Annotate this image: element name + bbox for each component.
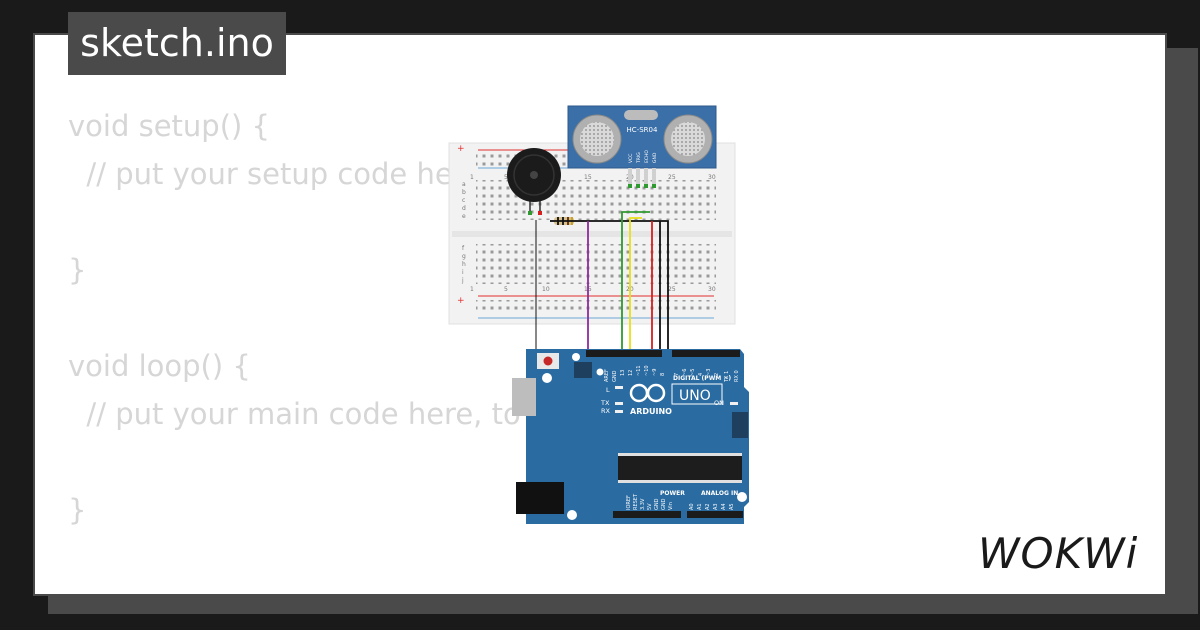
analog-pin-label: A3 (713, 503, 719, 510)
breadboard-row-label: g (462, 253, 466, 260)
breadboard-column-label: 1 (470, 174, 474, 181)
header-pin-label: ~10 (644, 365, 650, 376)
breadboard-column-label: 25 (668, 174, 676, 181)
power-pin-label: Vin (668, 502, 674, 510)
led-label: RX (601, 407, 611, 415)
power-pin-label: GND (654, 498, 660, 510)
breadboard-column-label: 25 (668, 286, 676, 293)
code-line: } (68, 493, 87, 527)
breadboard-row-label: e (462, 213, 466, 220)
header-pin-label: 8 (660, 373, 666, 376)
header-pin-label: ~5 (690, 369, 696, 376)
header-pin-label: 13 (620, 370, 626, 376)
sensor-label: HC-SR04 (627, 126, 658, 134)
code-line: void setup() { (68, 109, 270, 143)
analog-pin-label: A4 (721, 503, 727, 510)
code-line: void loop() { (68, 349, 251, 383)
microcontroller-chip (618, 456, 742, 480)
power-pin-label: RESET (633, 493, 639, 510)
led-label: TX (600, 399, 610, 407)
analog-pin-label: A0 (689, 503, 695, 510)
wokwi-logo: WOKWi (978, 529, 1138, 576)
breadboard-column-label: 5 (504, 286, 508, 293)
breadboard-column-label: 15 (584, 174, 592, 181)
header-pin-label: 12 (628, 370, 634, 376)
breadboard-column-label: 30 (708, 174, 716, 181)
header-pin-label: ~3 (706, 369, 712, 376)
reset-button-icon[interactable] (543, 356, 553, 366)
power-pin-label: 5V (647, 503, 653, 510)
header-pin-label: ~6 (682, 369, 688, 376)
analog-pin-label: A5 (729, 503, 735, 510)
breadboard-column-label: 1 (470, 286, 474, 293)
power-pin-label: 3.3V (640, 498, 646, 510)
plus-rail-icon: + (457, 296, 465, 306)
buzzer[interactable] (507, 148, 561, 215)
header-pin-label: RX 0 (734, 370, 740, 382)
ultrasonic-sensor[interactable]: HC-SR04 VCC TRIG ECHO GND (567, 105, 717, 188)
header-pin-label: ~11 (636, 365, 642, 376)
sensor-pin-label: VCC (628, 154, 634, 163)
power-pin-label: IOREF (626, 495, 632, 510)
power-label: POWER (660, 490, 685, 497)
breadboard[interactable]: 1 5 10 15 20 25 30 1 5 10 15 20 25 30 a … (448, 142, 736, 325)
header-pin-label: GND (612, 370, 618, 382)
file-tab[interactable]: sketch.ino (68, 12, 286, 75)
breadboard-row-label: f (462, 245, 465, 252)
analog-pin-label: A2 (705, 503, 711, 510)
header-pin-label: 4 (698, 373, 704, 376)
board-brand: ARDUINO (630, 407, 672, 416)
power-pin-label: GND (661, 498, 667, 510)
header-pin-label: ~9 (652, 369, 658, 376)
plus-rail-icon: + (457, 144, 465, 154)
breadboard-column-label: 5 (504, 174, 508, 181)
breadboard-row-label: d (462, 205, 466, 212)
digital-label: DIGITAL (PWM ~) (673, 375, 731, 382)
power-jack-icon (516, 482, 564, 514)
header-pin-label: AREF (604, 369, 610, 382)
arduino-infinity-icon (629, 383, 666, 403)
sensor-pin-label: ECHO (644, 150, 650, 163)
code-line: } (68, 253, 87, 287)
header-pin-label: 2 (714, 373, 720, 376)
board-model: UNO (679, 388, 711, 404)
analog-pin-label: A1 (697, 503, 703, 510)
led-label: L (606, 386, 610, 394)
analog-label: ANALOG IN (701, 490, 738, 497)
breadboard-column-label: 10 (542, 286, 550, 293)
header-pin-label: TX 1 (724, 371, 730, 383)
on-label: ON (714, 399, 724, 407)
wokwi-logo-text: WOKWi (978, 529, 1138, 576)
breadboard-row-label: j (461, 277, 464, 284)
breadboard-column-label: 30 (708, 286, 716, 293)
header-pin-label: 7 (674, 373, 680, 376)
breadboard-row-label: a (462, 181, 466, 188)
breadboard-row-label: i (462, 269, 464, 276)
sensor-pin-label: GND (652, 152, 658, 163)
breadboard-row-label: b (462, 189, 466, 196)
arduino-uno[interactable]: L TX RX ON ARDUINO UNO DIGITAL (PWM ~) P… (512, 349, 749, 524)
breadboard-row-label: c (462, 197, 465, 204)
usb-port-icon (512, 378, 536, 416)
circuit-diagram: 1 5 10 15 20 25 30 1 5 10 15 20 25 30 a … (448, 105, 749, 524)
breadboard-row-label: h (462, 261, 466, 268)
sensor-pin-label: TRIG (636, 152, 642, 164)
